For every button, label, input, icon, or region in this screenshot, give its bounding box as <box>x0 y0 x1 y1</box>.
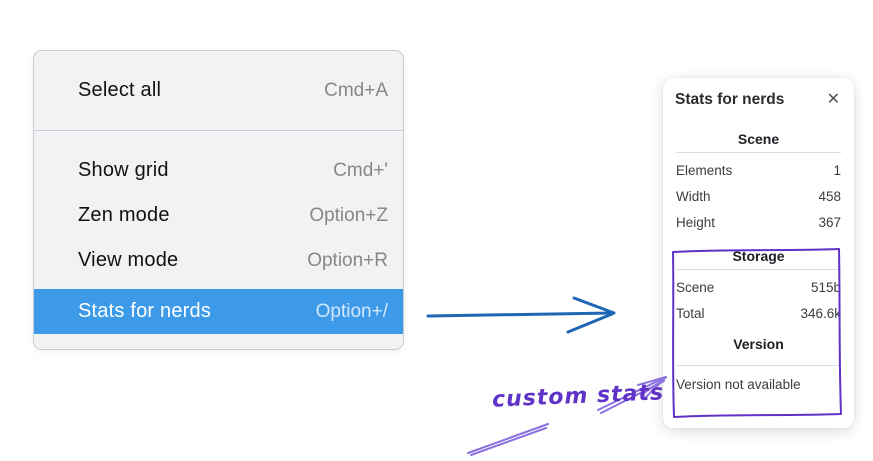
stat-value: 1 <box>833 162 841 178</box>
menu-item-label: View mode <box>78 249 179 271</box>
stats-section-scene: Scene Elements 1 Width 458 Height 367 <box>675 131 842 235</box>
stat-value: 346.6k <box>800 305 841 321</box>
menu-section-top: Select all Cmd+A <box>34 51 403 130</box>
menu-item-shortcut: Cmd+A <box>324 79 388 101</box>
menu-item-shortcut: Option+/ <box>315 300 388 322</box>
menu-item-label: Select all <box>78 79 162 101</box>
menu-item-shortcut: Cmd+' <box>333 159 388 181</box>
stat-row-height: Height 367 <box>675 209 842 235</box>
menu-item-shortcut: Option+R <box>307 249 388 271</box>
stat-label: Total <box>676 305 705 321</box>
stat-value: 515b <box>810 279 841 295</box>
menu-item-label: Stats for nerds <box>78 300 212 322</box>
menu-divider <box>34 130 403 131</box>
menu-section-bottom: Show grid Cmd+' Zen mode Option+Z View m… <box>34 131 403 349</box>
stat-label: Height <box>676 214 716 230</box>
stats-section-version: Version Version not available <box>675 336 842 392</box>
stat-row-total-size: Total 346.6k <box>675 300 842 326</box>
stat-value: 458 <box>818 188 841 204</box>
section-rule <box>676 152 841 153</box>
menu-item-view-mode[interactable]: View mode Option+R <box>34 238 403 283</box>
menu-item-label: Show grid <box>78 159 169 181</box>
stats-panel: Stats for nerds ✕ Scene Elements 1 Width… <box>663 78 854 428</box>
menu-item-zen-mode[interactable]: Zen mode Option+Z <box>34 193 403 238</box>
stat-value: 367 <box>818 214 841 230</box>
menu-item-stats-for-nerds[interactable]: Stats for nerds Option+/ <box>34 289 403 334</box>
stat-row-width: Width 458 <box>675 183 842 209</box>
section-rule <box>676 365 841 366</box>
stat-row-scene-size: Scene 515b <box>675 274 842 300</box>
close-icon[interactable]: ✕ <box>826 91 840 108</box>
context-menu: Select all Cmd+A Show grid Cmd+' Zen mod… <box>33 50 404 350</box>
menu-item-select-all[interactable]: Select all Cmd+A <box>34 68 403 113</box>
stats-section-storage: Storage Scene 515b Total 346.6k <box>675 248 842 326</box>
section-rule <box>676 269 841 270</box>
section-title: Storage <box>732 248 785 264</box>
stat-label: Scene <box>676 279 715 295</box>
stat-label: Elements <box>676 162 733 178</box>
version-note: Version not available <box>676 377 801 392</box>
section-title: Version <box>733 336 784 352</box>
menu-item-shortcut: Option+Z <box>309 204 388 226</box>
menu-item-show-grid[interactable]: Show grid Cmd+' <box>34 148 403 193</box>
section-title: Scene <box>737 131 780 147</box>
flow-arrow <box>426 296 616 334</box>
stat-row-elements: Elements 1 <box>675 157 842 183</box>
stat-label: Width <box>676 188 711 204</box>
stats-panel-header: Stats for nerds ✕ <box>675 90 842 110</box>
annotation-label: custom stats <box>491 380 665 413</box>
stats-panel-title: Stats for nerds <box>675 91 785 108</box>
menu-item-label: Zen mode <box>78 204 170 226</box>
